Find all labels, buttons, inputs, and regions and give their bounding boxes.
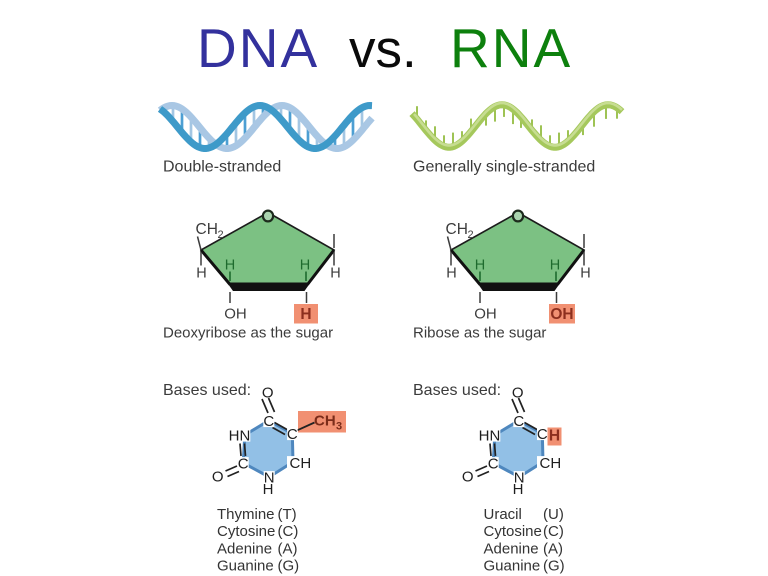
svg-text:H: H [550, 258, 560, 274]
svg-text:OH: OH [550, 306, 573, 323]
svg-text:Double-stranded: Double-stranded [163, 159, 281, 176]
svg-text:Bases used:: Bases used: [163, 382, 251, 399]
svg-text:(A): (A) [278, 540, 298, 557]
svg-text:C: C [488, 456, 499, 473]
svg-text:H: H [446, 266, 456, 282]
svg-text:2: 2 [218, 229, 224, 241]
svg-text:O: O [212, 468, 224, 485]
svg-text:OH: OH [474, 306, 497, 323]
svg-text:Ribose as the sugar: Ribose as the sugar [413, 325, 546, 342]
svg-text:HN: HN [229, 428, 251, 445]
svg-text:Guanine: Guanine [484, 558, 541, 575]
svg-text:Bases used:: Bases used: [413, 382, 501, 399]
svg-text:C: C [287, 426, 298, 443]
svg-text:CH: CH [314, 413, 336, 430]
svg-text:H: H [330, 266, 340, 282]
svg-text:Adenine: Adenine [217, 540, 272, 557]
svg-text:CH: CH [540, 455, 562, 472]
svg-text:C: C [238, 456, 249, 473]
svg-text:H: H [196, 266, 206, 282]
svg-text:H: H [513, 481, 524, 498]
svg-text:(C): (C) [278, 523, 299, 540]
svg-text:O: O [462, 468, 474, 485]
svg-text:H: H [225, 258, 235, 274]
svg-text:C: C [513, 413, 524, 430]
svg-text:vs.: vs. [349, 20, 417, 79]
svg-text:H: H [580, 266, 590, 282]
svg-text:DNA: DNA [197, 17, 319, 79]
svg-text:H: H [300, 306, 311, 323]
svg-text:Cytosine: Cytosine [217, 523, 275, 540]
svg-text:H: H [475, 258, 485, 274]
svg-text:(C): (C) [543, 523, 564, 540]
svg-text:3: 3 [336, 421, 342, 433]
svg-text:(U): (U) [543, 506, 564, 523]
svg-text:H: H [300, 258, 310, 274]
svg-text:Generally single-stranded: Generally single-stranded [413, 159, 595, 176]
svg-text:RNA: RNA [450, 17, 572, 79]
svg-text:Guanine: Guanine [217, 558, 274, 575]
svg-text:N: N [264, 470, 275, 487]
svg-text:(G): (G) [278, 558, 300, 575]
svg-text:(A): (A) [543, 540, 563, 557]
svg-text:H: H [263, 481, 274, 498]
svg-text:OH: OH [224, 306, 247, 323]
svg-text:(T): (T) [278, 506, 297, 523]
svg-text:O: O [512, 384, 524, 401]
svg-text:CH: CH [446, 221, 468, 238]
svg-text:H: H [549, 428, 560, 445]
svg-text:C: C [537, 426, 548, 443]
svg-text:Adenine: Adenine [484, 540, 539, 557]
svg-text:Thymine: Thymine [217, 506, 275, 523]
svg-text:N: N [514, 470, 525, 487]
svg-text:Uracil: Uracil [484, 506, 522, 523]
svg-text:CH: CH [290, 455, 312, 472]
svg-text:HN: HN [479, 428, 501, 445]
svg-text:2: 2 [468, 229, 474, 241]
svg-text:C: C [263, 413, 274, 430]
svg-text:(G): (G) [543, 558, 565, 575]
svg-text:O: O [262, 384, 274, 401]
svg-text:Deoxyribose as the sugar: Deoxyribose as the sugar [163, 325, 333, 342]
svg-text:Cytosine: Cytosine [484, 523, 542, 540]
svg-text:CH: CH [196, 221, 218, 238]
